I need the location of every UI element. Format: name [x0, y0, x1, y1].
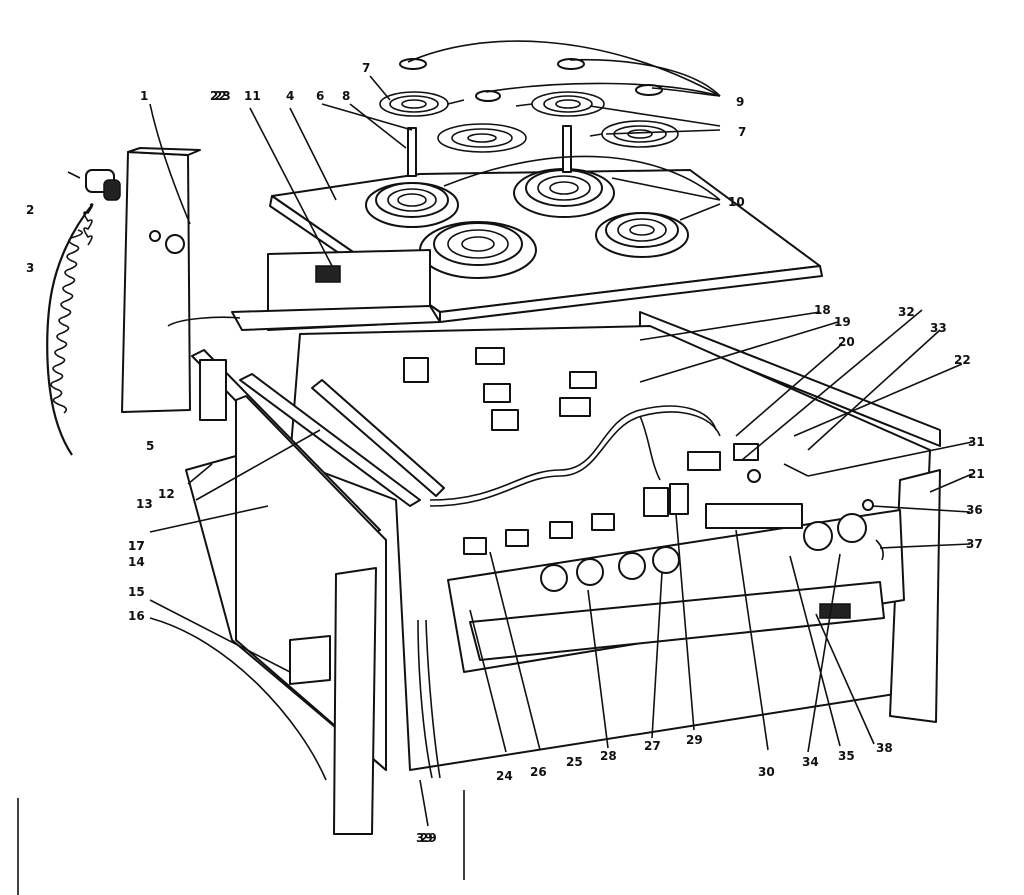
trim-rings: [399, 58, 663, 102]
power-cord: [46, 203, 94, 456]
callout-7-upper: 7: [362, 61, 370, 75]
callout-29-lower: 29: [420, 831, 437, 845]
callout-31: 31: [968, 435, 985, 449]
callout-36: 36: [966, 503, 983, 517]
callout-19: 19: [834, 315, 851, 329]
callout-22-right: 22: [954, 353, 971, 367]
backsplash-panel: [121, 147, 201, 413]
range-body: [185, 249, 941, 835]
callout-23: 23: [214, 89, 231, 103]
surface-element-1: [379, 91, 465, 117]
callout-4: 4: [286, 89, 294, 103]
scan-edge-marks: [17, 790, 465, 895]
drip-bowl-left-front: [419, 221, 537, 279]
callout-8: 8: [342, 89, 350, 103]
leader-lines: [149, 40, 973, 827]
callout-18: 18: [814, 303, 831, 317]
callout-15: 15: [128, 585, 145, 599]
surface-element-3: [437, 123, 527, 153]
drip-bowl-right-rear: [513, 168, 615, 218]
callout-20: 20: [838, 335, 855, 349]
callout-2: 2: [26, 203, 34, 217]
callout-33: 33: [930, 321, 947, 335]
callout-1: 1: [140, 89, 148, 103]
control-panel: [447, 443, 905, 673]
callout-27: 27: [644, 739, 661, 753]
callout-24: 24: [496, 769, 513, 783]
callout-26: 26: [530, 765, 547, 779]
drip-bowl-left-rear: [365, 182, 459, 228]
callout-38: 38: [876, 741, 893, 755]
callout-34: 34: [802, 755, 819, 769]
callout-6: 6: [316, 89, 324, 103]
surface-elements: [379, 91, 679, 153]
callout-10: 10: [728, 195, 745, 209]
callout-17-alt: 17: [128, 539, 145, 553]
callout-16: 16: [128, 609, 145, 623]
callout-13: 13: [136, 497, 153, 511]
callout-21: 21: [968, 467, 985, 481]
callout-5: 5: [146, 439, 154, 453]
receptacle-posts: [407, 125, 572, 177]
surface-element-2: [515, 91, 605, 117]
drip-bowls: [365, 168, 689, 279]
surface-element-4: [589, 120, 679, 148]
callout-28: 28: [600, 749, 617, 763]
drip-bowl-right-front: [595, 212, 689, 258]
cord-connector: [67, 169, 121, 201]
callout-35: 35: [838, 749, 855, 763]
callout-labels: 1 2 3 4 5 6 7 7 8 9 10 11 12 13 14 15 16…: [26, 61, 985, 845]
callout-9: 9: [736, 95, 744, 109]
callout-32: 32: [898, 305, 915, 319]
callout-11: 11: [244, 89, 261, 103]
callout-12: 12: [158, 487, 175, 501]
callout-14: 14: [128, 555, 145, 569]
callout-22-left: 22: [210, 89, 227, 103]
callout-29-upper: 29: [686, 733, 703, 747]
callout-3: 3: [26, 261, 34, 275]
callout-17: 17: [128, 539, 145, 553]
callout-37: 37: [966, 537, 983, 551]
callout-7-lower: 7: [738, 125, 746, 139]
callout-30: 30: [758, 765, 775, 779]
callout-39: 39: [416, 831, 433, 845]
callout-25: 25: [566, 755, 583, 769]
